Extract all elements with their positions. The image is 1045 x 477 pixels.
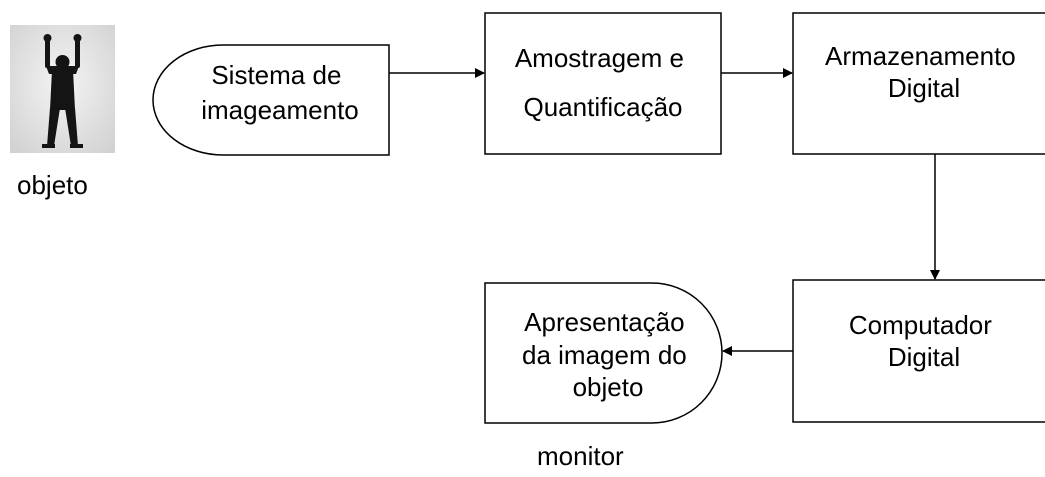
node-computador-line-1: Computador bbox=[849, 310, 992, 340]
node-computador-label: Computador Digital bbox=[849, 310, 999, 372]
node-amostragem-label: Amostragem e Quantificação bbox=[515, 43, 691, 122]
node-sistema-line-1: Sistema de bbox=[211, 60, 341, 90]
node-apresentacao-line-1: Apresentação bbox=[524, 307, 684, 337]
node-computador-shape bbox=[792, 279, 1045, 423]
node-amostragem-line-1: Amostragem e bbox=[515, 43, 684, 73]
node-sistema-imageamento: Sistema de imageamento bbox=[152, 44, 390, 156]
node-amostragem-shape bbox=[484, 12, 722, 155]
node-apresentacao-line-2: da imagem do bbox=[522, 340, 687, 370]
object-photo bbox=[10, 25, 115, 153]
node-apresentacao: Apresentação da imagem do objeto bbox=[484, 282, 723, 424]
node-computador-line-2: Digital bbox=[888, 342, 960, 372]
node-armazenamento-line-2: Digital bbox=[888, 73, 960, 103]
node-armazenamento-label: Armazenamento Digital bbox=[825, 41, 1023, 103]
node-sistema-shape bbox=[152, 44, 390, 156]
node-apresentacao-shape bbox=[484, 282, 723, 424]
node-sistema-label: Sistema de imageamento bbox=[201, 60, 359, 125]
node-armazenamento: Armazenamento Digital bbox=[792, 12, 1045, 155]
node-sistema-line-2: imageamento bbox=[201, 95, 359, 125]
node-apresentacao-label: Apresentação da imagem do objeto bbox=[522, 307, 694, 402]
node-amostragem: Amostragem e Quantificação bbox=[484, 12, 722, 155]
node-computador: Computador Digital bbox=[792, 279, 1045, 423]
label-monitor: monitor bbox=[537, 441, 624, 471]
label-objeto: objeto bbox=[17, 170, 88, 200]
person-silhouette-icon bbox=[42, 34, 83, 148]
node-apresentacao-line-3: objeto bbox=[573, 372, 644, 402]
node-amostragem-line-2: Quantificação bbox=[524, 92, 683, 122]
node-armazenamento-line-1: Armazenamento bbox=[825, 41, 1016, 71]
node-armazenamento-shape bbox=[792, 12, 1045, 155]
